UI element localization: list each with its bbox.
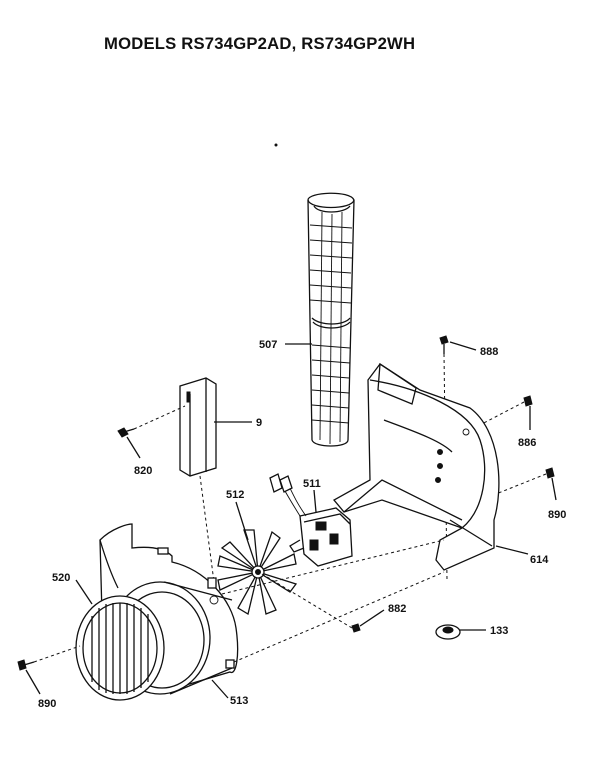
motor-511 bbox=[269, 473, 353, 567]
label-133: 133 bbox=[490, 625, 508, 637]
nut-882 bbox=[261, 573, 385, 633]
screw-886 bbox=[477, 395, 533, 430]
grommet-133 bbox=[435, 624, 486, 640]
housing-614 bbox=[332, 362, 529, 571]
label-511: 511 bbox=[303, 478, 321, 490]
label-520: 520 bbox=[52, 572, 70, 584]
label-614: 614 bbox=[530, 554, 549, 566]
label-890-left: 890 bbox=[38, 698, 56, 710]
grille-520 bbox=[75, 579, 165, 701]
diagram-title: MODELS RS734GP2AD, RS734GP2WH bbox=[104, 34, 416, 53]
screw-890-right bbox=[495, 467, 557, 501]
label-507: 507 bbox=[259, 339, 277, 351]
label-890-right: 890 bbox=[548, 509, 566, 521]
fan-blade-512 bbox=[217, 501, 298, 616]
label-9: 9 bbox=[256, 417, 262, 429]
bracket-9 bbox=[179, 377, 252, 583]
label-512: 512 bbox=[226, 489, 244, 501]
screw-820 bbox=[117, 405, 186, 459]
screw-890-left bbox=[17, 645, 81, 695]
label-882: 882 bbox=[388, 603, 406, 615]
duct-tube-507 bbox=[285, 192, 355, 447]
label-820: 820 bbox=[134, 465, 152, 477]
label-888: 888 bbox=[480, 346, 498, 358]
label-886: 886 bbox=[518, 437, 536, 449]
stray-dot bbox=[274, 143, 278, 147]
label-513: 513 bbox=[230, 695, 248, 707]
